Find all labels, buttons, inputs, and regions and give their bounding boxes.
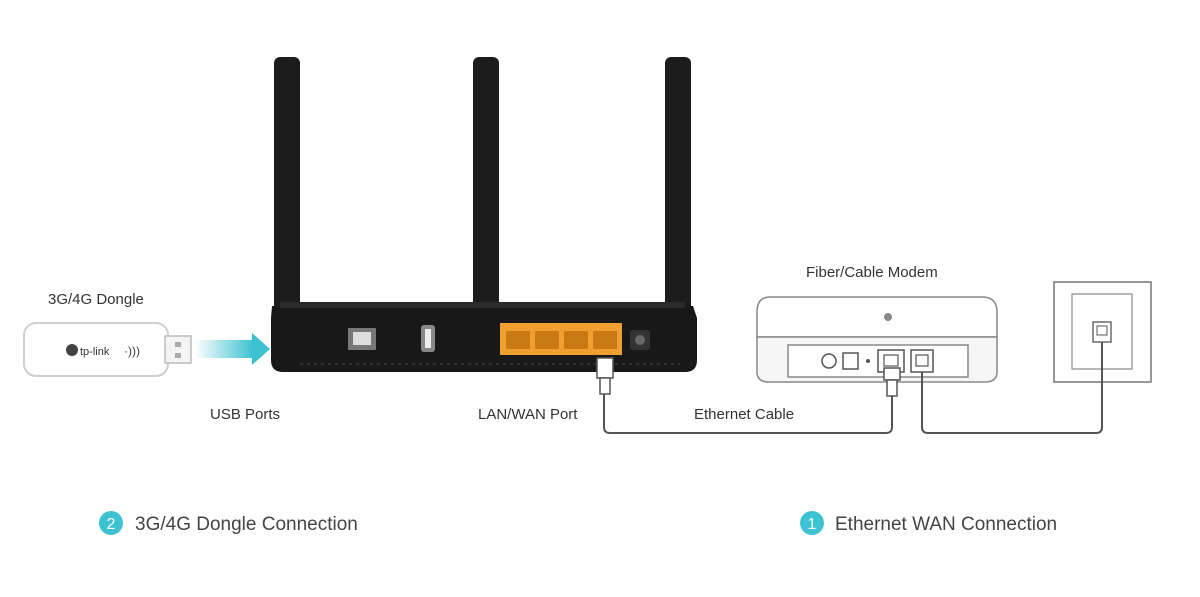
ethernet-plug-router <box>596 357 614 395</box>
tp-link-logo-icon <box>66 344 78 356</box>
ethernet-plug-modem <box>883 367 901 397</box>
modem-power-port <box>842 352 859 370</box>
router-antenna-left <box>274 57 300 347</box>
ethernet-cable-label: Ethernet Cable <box>694 406 794 423</box>
modem <box>756 296 998 383</box>
phone-cable <box>921 342 1103 434</box>
ethernet-cable <box>603 370 893 434</box>
router <box>271 57 697 372</box>
modem-power-button <box>821 353 837 369</box>
dongle-brand: tp-link <box>80 346 110 358</box>
legend-item-dongle: 2 3G/4G Dongle Connection <box>99 511 358 535</box>
wireless-signal-icon: ·))) <box>124 344 140 358</box>
legend-number-badge <box>99 511 123 535</box>
router-antenna-right <box>665 57 691 347</box>
legend-text: 3G/4G Dongle Connection <box>135 514 358 535</box>
usb-arrow <box>195 333 270 365</box>
router-antenna-middle <box>473 57 499 347</box>
lan-wan-port-label: LAN/WAN Port <box>478 406 578 423</box>
legend-number: 2 <box>107 516 116 533</box>
dongle-label: 3G/4G Dongle <box>48 291 144 308</box>
legend-text: Ethernet WAN Connection <box>835 514 1057 535</box>
legend-item-ethernet: 1 Ethernet WAN Connection <box>800 511 1057 535</box>
modem-logo-icon <box>884 313 892 321</box>
usb-dongle: tp-link ·))) <box>23 322 192 377</box>
router-body <box>271 306 697 372</box>
legend-number: 1 <box>808 516 817 533</box>
modem-label: Fiber/Cable Modem <box>806 264 938 281</box>
usb-ports-label: USB Ports <box>210 406 280 423</box>
legend-number-badge <box>800 511 824 535</box>
